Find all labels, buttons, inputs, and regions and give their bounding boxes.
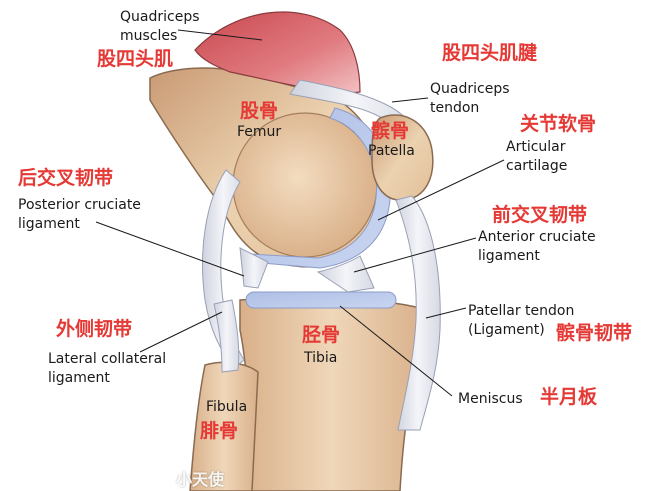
leader-patellar-tendon bbox=[425, 307, 467, 319]
label-articular-cartilage-en: Articular cartilage bbox=[506, 138, 567, 176]
quadriceps-muscle bbox=[194, 11, 361, 94]
label-lateral-collateral-en: Lateral collateral ligament bbox=[48, 350, 166, 388]
label-meniscus-zh: 半月板 bbox=[540, 386, 598, 408]
leader-posterior-cruciate bbox=[95, 221, 245, 277]
label-line: ligament bbox=[478, 248, 540, 264]
leader-anterior-cruciate bbox=[353, 237, 477, 273]
label-fibula-zh: 腓骨 bbox=[200, 420, 239, 442]
label-line: Anterior cruciate bbox=[478, 229, 596, 245]
label-line: Lateral collateral bbox=[48, 351, 167, 367]
label-patella-en: Patella bbox=[368, 142, 415, 161]
label-line: tendon bbox=[430, 100, 480, 116]
anterior-cruciate-ligament-shape bbox=[316, 255, 375, 293]
leader-lines bbox=[95, 29, 505, 397]
label-line: Tibia bbox=[304, 350, 338, 366]
label-line: (Ligament) bbox=[468, 322, 545, 338]
posterior-cruciate-ligament-shape bbox=[239, 247, 269, 289]
label-posterior-cruciate-zh: 后交叉韧带 bbox=[18, 167, 114, 189]
label-line: Femur bbox=[237, 124, 282, 140]
label-line: Quadriceps bbox=[120, 9, 200, 25]
leader-quadriceps-tendon bbox=[391, 97, 429, 103]
label-tibia-en: Tibia bbox=[304, 349, 337, 368]
label-patellar-tendon-en: Patellar tendon (Ligament) bbox=[468, 302, 574, 340]
leader-lateral-collateral bbox=[139, 311, 223, 353]
label-quadriceps-tendon-en: Quadriceps tendon bbox=[430, 80, 510, 118]
label-meniscus-en: Meniscus bbox=[458, 390, 523, 409]
label-femur-zh: 股骨 bbox=[240, 100, 279, 122]
label-patellar-tendon-zh: 髌骨韧带 bbox=[556, 322, 633, 344]
label-tibia-zh: 胫骨 bbox=[302, 324, 341, 346]
label-line: Patella bbox=[368, 143, 415, 159]
leader-meniscus bbox=[339, 305, 453, 397]
label-line: cartilage bbox=[506, 158, 568, 174]
lateral-collateral-ligament-shape bbox=[213, 299, 240, 373]
leader-quadriceps-muscles bbox=[177, 29, 263, 41]
meniscus-shape bbox=[245, 291, 397, 309]
label-lateral-collateral-zh: 外侧韧带 bbox=[56, 318, 133, 340]
label-articular-cartilage-zh: 关节软骨 bbox=[520, 113, 597, 135]
label-line: ligament bbox=[48, 370, 110, 386]
label-quadriceps-tendon-zh: 股四头肌腱 bbox=[442, 42, 538, 64]
label-patella-zh: 髌骨 bbox=[371, 120, 410, 142]
label-quadriceps-muscles-en: Quadriceps muscles bbox=[120, 8, 200, 46]
leader-articular-cartilage bbox=[377, 159, 505, 221]
label-line: Patellar tendon bbox=[468, 303, 575, 319]
label-line: Fibula bbox=[206, 399, 248, 415]
label-line: Posterior cruciate bbox=[18, 197, 141, 213]
label-line: Meniscus bbox=[458, 391, 523, 407]
posterior-ligament-band bbox=[202, 169, 245, 369]
label-line: ligament bbox=[18, 216, 80, 232]
label-line: muscles bbox=[120, 28, 178, 44]
label-anterior-cruciate-en: Anterior cruciate ligament bbox=[478, 228, 596, 266]
label-fibula-en: Fibula bbox=[206, 398, 247, 417]
label-line: Articular bbox=[506, 139, 566, 155]
label-anterior-cruciate-zh: 前交叉韧带 bbox=[492, 204, 588, 226]
label-quadriceps-muscles-zh: 股四头肌 bbox=[97, 48, 174, 70]
watermark: 小天使 bbox=[176, 470, 225, 489]
label-femur-en: Femur bbox=[237, 123, 281, 142]
label-line: Quadriceps bbox=[430, 81, 510, 97]
label-posterior-cruciate-en: Posterior cruciate ligament bbox=[18, 196, 141, 234]
patellar-tendon-shape bbox=[395, 195, 441, 431]
